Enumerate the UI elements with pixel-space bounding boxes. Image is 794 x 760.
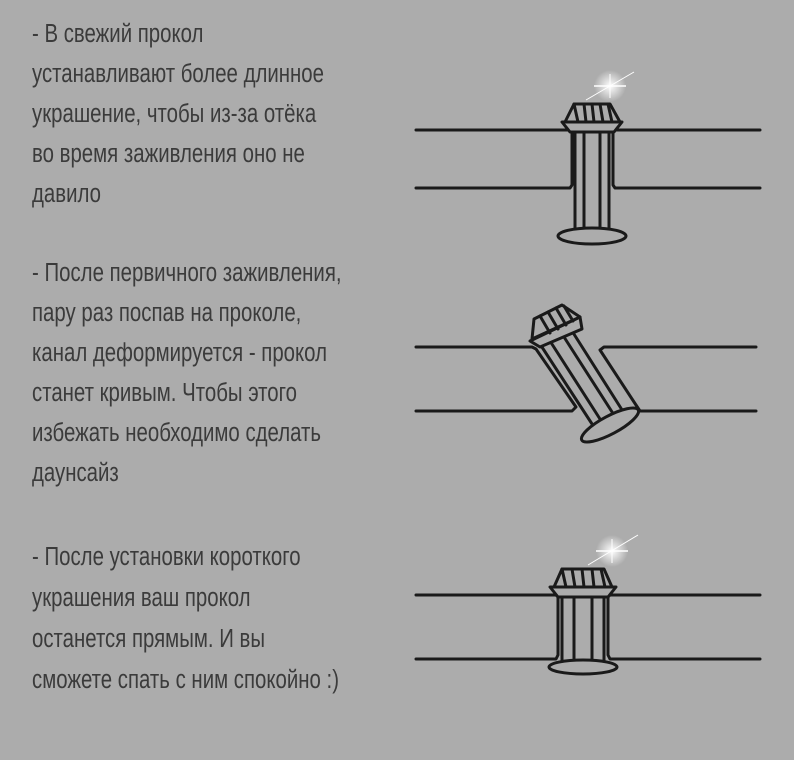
section-2-text: - После первичного заживления, пару раз …: [32, 253, 342, 493]
section-2-line-5: избежать необходимо сделать: [32, 419, 321, 447]
skin-outline-right: [611, 128, 762, 190]
labret-disc: [556, 226, 628, 246]
section-3-line-4: сможете спать с ним спокойно :): [32, 666, 340, 694]
tilted-labret-icon: [414, 303, 758, 444]
labret-post: [560, 591, 606, 665]
labret-disc: [579, 406, 641, 444]
skin-outline-left: [414, 345, 578, 413]
section-2-line-3: канал деформируется - прокол: [32, 339, 327, 367]
labret-post: [573, 126, 611, 234]
section-1-line-3: украшение, чтобы из-за отёка: [32, 100, 317, 128]
section-1-text: - В свежий прокол устанавливают более дл…: [32, 14, 324, 214]
skin-outline-right: [606, 593, 762, 661]
short-straight-labret-icon: [414, 534, 762, 676]
section-1-line-1: - В свежий прокол: [32, 20, 204, 48]
section-2-line-1: - После первичного заживления,: [32, 259, 342, 287]
section-2-line-4: станет кривым. Чтобы этого: [32, 379, 297, 407]
skin-outline-left: [414, 128, 574, 190]
section-3-line-3: останется прямым. И вы: [32, 625, 266, 653]
skin-outline-left: [414, 593, 560, 661]
labret-disc: [547, 658, 619, 676]
section-3-text: - После установки короткого украшения ва…: [32, 537, 339, 701]
long-straight-labret-icon: [414, 70, 762, 246]
section-3-line-2: украшения ваш прокол: [32, 584, 251, 612]
section-2-line-6: даунсайз: [32, 459, 119, 487]
section-1-line-5: давило: [32, 180, 101, 208]
section-1-line-4: во время заживления оно не: [32, 140, 305, 168]
section-3-line-1: - После установки короткого: [32, 543, 301, 571]
section-2-line-2: пару раз поспав на проколе,: [32, 299, 302, 327]
skin-outline-right: [598, 345, 758, 413]
section-1-line-2: устанавливают более длинное: [32, 60, 324, 88]
